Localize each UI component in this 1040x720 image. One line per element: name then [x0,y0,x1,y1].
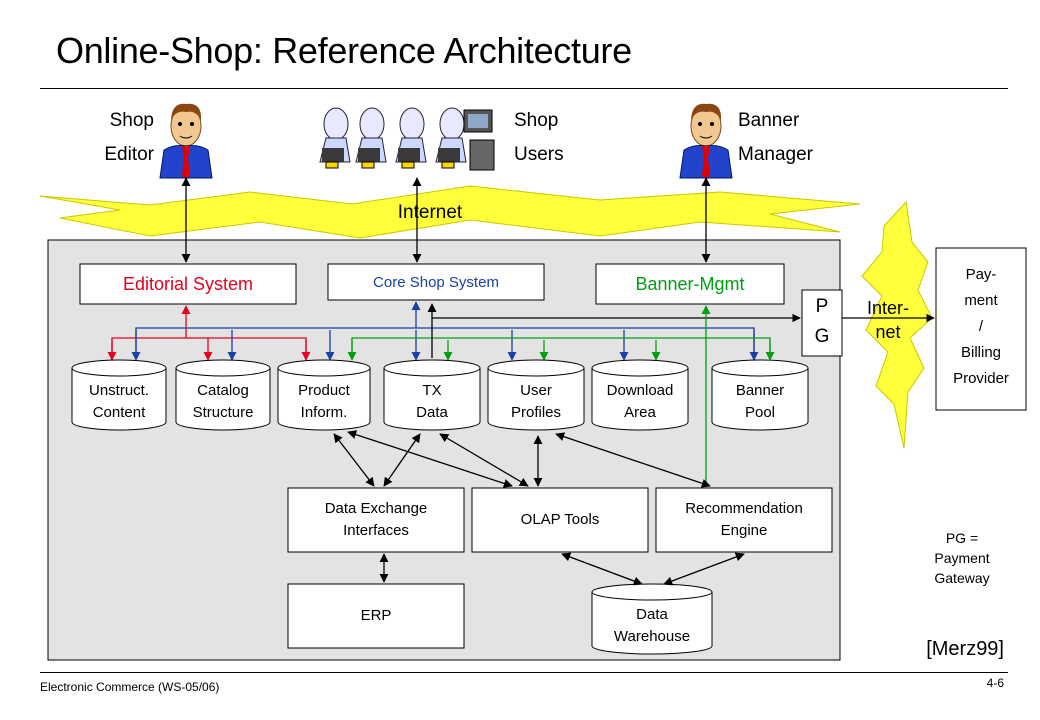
store-user-profiles-label: User Profiles [488,378,584,426]
internet2-label-line1: Inter- [866,298,909,318]
banner-manager-label: Banner Manager [738,104,813,172]
store-download-line1: Download [606,382,674,399]
banner-mgmt-label: Banner-Mgmt [635,273,745,294]
erp-label: ERP [360,607,392,624]
shop-users-label-line1: Shop [514,110,559,131]
store-user-profiles-line2: Profiles [510,404,562,421]
store-catalog-label: Catalog Structure [176,378,270,426]
internet2-label: Inter- net [856,296,920,344]
payment-line3: / [978,318,984,335]
cylinder-product [277,359,371,431]
shop-users-label: Shop Users [514,104,564,172]
shop-users-label-line2: Users [514,144,564,165]
banner-mgmt-box [595,263,785,305]
data-stores [71,359,809,655]
store-user-profiles-line1: User [520,382,552,399]
store-banner-pool-line1: Banner [735,382,785,399]
core-shop-system-label: Core Shop System [373,273,499,291]
cylinder-banner-pool [711,359,809,431]
store-tx-line1: TX [422,382,442,399]
footer-page-number: 4-6 [986,676,1004,690]
pg-box [801,289,843,357]
store-product-label: Product Inform. [278,378,370,426]
store-data-warehouse-line2: Warehouse [613,628,691,645]
cylinder-download [591,359,689,431]
internet-label: Internet [397,202,463,223]
payment-label: Pay- ment / Billing Provider [936,262,1026,392]
data-exchange-label: Data Exchange Interfaces [288,488,464,552]
cylinder-unstruct [71,359,167,431]
banner-manager-icon [679,103,733,179]
banner-manager-label-line2: Manager [738,144,813,165]
payment-line4: Billing [960,344,1002,361]
recommendation-line2: Engine [720,522,768,539]
shop-editor-label: Shop Editor [86,104,154,172]
store-product-line1: Product [298,382,350,399]
footer-course: Electronic Commerce (WS-05/06) [40,680,220,694]
cylinder-user-profiles [487,359,585,431]
editorial-links [107,305,311,361]
cylinder-tx [383,359,481,431]
pg-legend: PG = Payment Gateway [912,528,1012,588]
banner-manager-label-line1: Banner [738,110,800,131]
shop-editor-label-line1: Shop [109,110,154,131]
pg-legend-line1: PG = [945,530,979,546]
cylinder-data-warehouse [591,583,713,655]
store-unstruct-line1: Unstruct. [88,382,149,399]
shop-editor-icon [159,103,213,179]
store-download-line2: Area [624,404,656,421]
payment-line5: Provider [953,370,1009,387]
pg-legend-line2: Payment [934,550,990,566]
payment-box [935,247,1027,411]
olap-label: OLAP Tools [520,511,600,528]
internet-cloud-2 [861,200,933,449]
recommendation-box [655,487,833,553]
core-shop-system-box [327,263,545,301]
store-tx-label: TX Data [384,378,480,426]
data-exchange-box [287,487,465,553]
store-banner-pool-line2: Pool [744,404,776,421]
store-download-label: Download Area [592,378,688,426]
store-data-warehouse-line1: Data [636,606,668,623]
bottom-rule [40,672,1008,673]
citation: [Merz99] [926,638,1004,660]
store-product-line2: Inform. [300,404,348,421]
store-catalog-line1: Catalog [197,382,249,399]
pg-legend-line3: Gateway [934,570,990,586]
store-banner-pool-label: Banner Pool [712,378,808,426]
shop-editor-label-line2: Editor [104,144,154,165]
cylinder-catalog [175,359,271,431]
internet2-label-line2: net [875,322,901,342]
recommendation-line1: Recommendation [685,500,803,517]
core-links [131,301,759,361]
top-rule [40,88,1008,89]
shop-users-icon [319,107,495,171]
pg-label-bottom: G [814,326,830,347]
store-data-warehouse-label: Data Warehouse [592,602,712,650]
store-unstruct-label: Unstruct. Content [72,378,166,426]
page-title: Online-Shop: Reference Architecture [56,30,632,71]
lower-arrows [333,430,745,586]
olap-box [471,487,649,553]
internet-cloud [39,185,861,239]
pg-label: P G [802,292,842,352]
payment-line1: Pay- [965,266,997,283]
pg-label-top: P [815,296,829,317]
data-exchange-line1: Data Exchange [324,500,428,517]
store-unstruct-line2: Content [92,404,146,421]
editorial-system-label: Editorial System [122,273,254,294]
erp-box [287,583,465,649]
payment-line2: ment [964,292,998,309]
editorial-system-box [79,263,297,305]
store-tx-line2: Data [416,404,448,421]
store-catalog-line2: Structure [192,404,254,421]
data-exchange-line2: Interfaces [343,522,409,539]
recommendation-label: Recommendation Engine [656,488,832,552]
